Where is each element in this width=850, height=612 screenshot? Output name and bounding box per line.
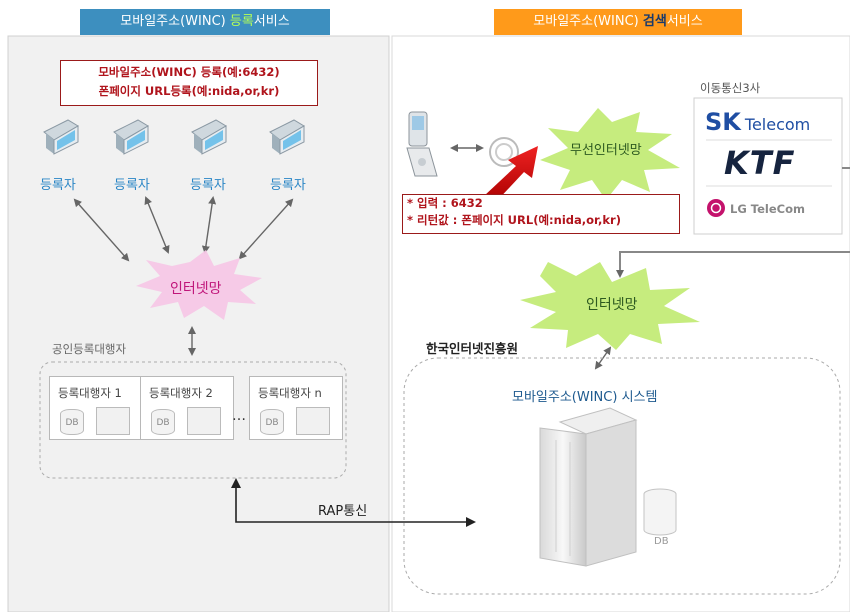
- db-icon: [643, 488, 677, 536]
- registrant-label: 등록자: [190, 178, 226, 193]
- computer-icon: [43, 119, 79, 155]
- right-header-highlight: 검색: [642, 14, 667, 29]
- arrow: [238, 198, 294, 260]
- internet-burst-right: [520, 262, 700, 350]
- registrant-label: 등록자: [114, 178, 150, 193]
- right-header: 모바일주소(WINC) 검색서비스: [494, 9, 742, 35]
- left-header-highlight: 등록: [229, 14, 254, 29]
- agent-label: 등록대행자 1: [58, 386, 122, 400]
- server-icon: [539, 407, 638, 567]
- sk-main: SK: [705, 108, 741, 136]
- db-icon: DB: [151, 409, 175, 435]
- server-box-icon: [187, 407, 221, 435]
- left-header-prefix: 모바일주소(WINC): [120, 14, 230, 29]
- ellipsis: …: [232, 408, 246, 424]
- antenna-icon: [489, 137, 519, 167]
- db-icon: DB: [60, 409, 84, 435]
- db-icon: DB: [260, 409, 284, 435]
- agent-label: 등록대행자 2: [149, 386, 213, 400]
- org-label: 한국인터넷진흥원: [426, 341, 519, 356]
- arrow: [144, 196, 170, 254]
- registrant-label: 등록자: [40, 178, 76, 193]
- internet-burst-left: [136, 250, 262, 320]
- info-line-1: 모바일주소(WINC) 등록(예:6432): [98, 65, 280, 79]
- computer-icon: [191, 119, 227, 155]
- agent-card: 등록대행자 1 DB: [49, 376, 143, 440]
- internet-label-left: 인터넷망: [170, 281, 222, 297]
- arrow: [201, 196, 217, 254]
- computer-icon: [113, 119, 149, 155]
- red-arrow-icon: [484, 146, 538, 204]
- rap-arrow: [231, 478, 476, 527]
- right-header-suffix: 서비스: [666, 14, 703, 29]
- agent-label: 등록대행자 n: [258, 386, 322, 400]
- left-header: 모바일주소(WINC) 등록서비스: [80, 9, 330, 35]
- server-box-icon: [296, 407, 330, 435]
- agent-group-box: [39, 361, 347, 479]
- arrow: [73, 198, 130, 262]
- sk-sub: Telecom: [744, 115, 811, 134]
- carrier-connector: [616, 251, 850, 278]
- computer-icon: [269, 119, 305, 155]
- info-line-2: 폰페이지 URL등록(예:nida,or,kr): [98, 84, 280, 98]
- registrant-label: 등록자: [270, 178, 306, 193]
- ktf-logo: KTF: [724, 144, 796, 182]
- server-box-icon: [96, 407, 130, 435]
- registration-info-box: 모바일주소(WINC) 등록(예:6432) 폰페이지 URL등록(예:nida…: [60, 60, 318, 106]
- wireless-burst: [540, 108, 680, 200]
- wireless-label: 무선인터넷망: [570, 143, 642, 158]
- query-box: * 입력 : 6432 * 리턴값 : 폰페이지 URL(예:nida,or,k…: [402, 194, 680, 234]
- rap-label: RAP통신: [318, 504, 368, 519]
- query-line-1: * 입력 : 6432: [407, 196, 483, 210]
- agent-card: 등록대행자 n DB: [249, 376, 343, 440]
- right-header-prefix: 모바일주소(WINC): [533, 14, 643, 29]
- lg-logo-icon: [707, 199, 725, 217]
- left-header-suffix: 서비스: [253, 14, 290, 29]
- agent-group-label: 공인등록대행자: [52, 342, 127, 356]
- internet-label-right: 인터넷망: [586, 297, 638, 313]
- lg-telecom-logo: LG TeleCom: [730, 202, 805, 216]
- agent-card: 등록대행자 2 DB: [140, 376, 234, 440]
- query-line-2: * 리턴값 : 폰페이지 URL(예:nida,or,kr): [407, 213, 621, 227]
- db-label: DB: [654, 536, 669, 547]
- system-label: 모바일주소(WINC) 시스템: [512, 390, 658, 405]
- carriers-label: 이동통신3사: [700, 81, 761, 95]
- system-box: [403, 357, 841, 595]
- phone-icon: [406, 111, 438, 177]
